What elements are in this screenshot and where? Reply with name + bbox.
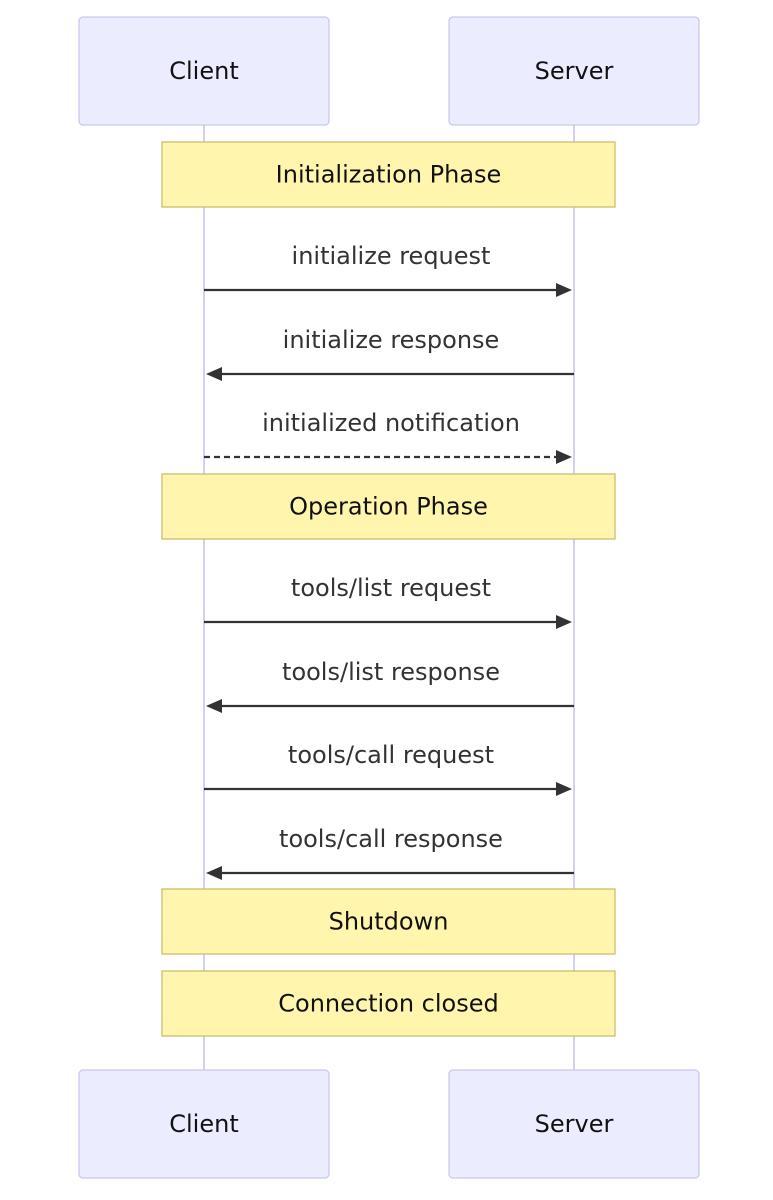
message: tools/list response [206,658,574,713]
message: initialized notification [204,409,572,464]
message-label: tools/list response [282,658,500,686]
actor-client-bottom: Client [78,1069,330,1179]
actor-box [448,1069,700,1179]
message: initialize response [206,326,574,381]
message-label: initialize request [292,242,491,270]
message-label: initialized notification [262,409,520,437]
note-box [161,970,616,1037]
message-label: tools/list request [291,574,491,602]
message: tools/call response [206,825,574,880]
note-label: Operation Phase [289,493,488,521]
note-box [161,141,616,208]
note-label: Initialization Phase [276,161,502,189]
note-label: Shutdown [329,908,449,936]
note-box [161,888,616,955]
actor-label: Server [535,1110,614,1138]
actor-server-top: Server [448,16,700,126]
actor-label: Server [535,57,614,85]
arrow-left-icon [206,699,222,713]
actor-box [78,1069,330,1179]
actor-box [78,16,330,126]
note: Operation Phase [161,473,616,540]
message-label: tools/call response [279,825,503,853]
actor-server-bottom: Server [448,1069,700,1179]
arrow-right-icon [556,615,572,629]
message: initialize request [204,242,572,297]
arrow-right-icon [556,782,572,796]
actor-client-top: Client [78,16,330,126]
arrow-left-icon [206,866,222,880]
arrow-right-icon [556,283,572,297]
note-label: Connection closed [278,990,498,1018]
actor-label: Client [169,57,238,85]
note: Shutdown [161,888,616,955]
arrow-left-icon [206,367,222,381]
note: Initialization Phase [161,141,616,208]
message: tools/call request [204,741,572,796]
actor-label: Client [169,1110,238,1138]
note: Connection closed [161,970,616,1037]
note-box [161,473,616,540]
actor-box [448,16,700,126]
message-label: tools/call request [288,741,494,769]
message-label: initialize response [283,326,500,354]
arrow-right-icon [556,450,572,464]
message: tools/list request [204,574,572,629]
